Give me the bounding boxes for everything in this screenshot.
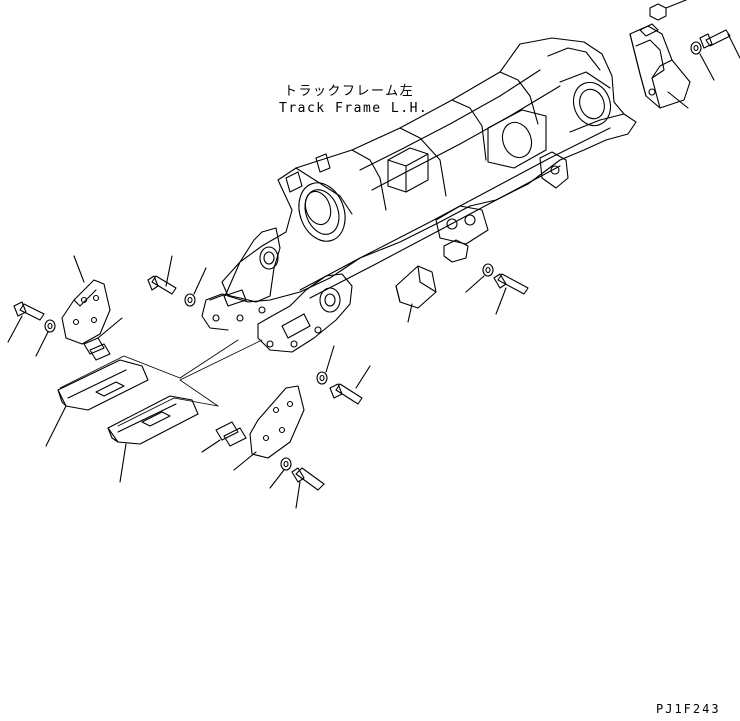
rear-bolt xyxy=(700,30,740,58)
guide-ref-line-1 xyxy=(180,340,238,378)
center-washer xyxy=(466,264,493,292)
frame-washer xyxy=(317,346,334,384)
rear-bracket-leader xyxy=(668,92,688,108)
guide-ref-line-2 xyxy=(180,340,262,406)
right-guard-plate xyxy=(234,386,304,470)
rear-bracket xyxy=(630,24,690,108)
center-bolt xyxy=(494,274,528,314)
right-shim xyxy=(202,422,246,452)
front-washer xyxy=(270,458,291,488)
left-guide xyxy=(46,356,180,446)
small-guard xyxy=(396,266,436,322)
title-japanese: トラックフレーム左 xyxy=(284,84,415,99)
left-bolt xyxy=(8,302,44,342)
title-english: Track Frame L.H. xyxy=(279,101,429,116)
frame-bolt xyxy=(330,366,370,404)
rear-washer xyxy=(691,42,714,80)
left-guard-plate xyxy=(62,256,110,344)
middle-washer xyxy=(185,268,206,306)
left-washer xyxy=(36,320,55,356)
left-shim xyxy=(84,318,122,360)
track-frame xyxy=(202,38,636,352)
front-bolt xyxy=(292,468,324,508)
drawing-code: PJ1F243 xyxy=(656,702,721,716)
right-guide xyxy=(108,396,218,482)
middle-bolt xyxy=(148,256,176,294)
rear-nut xyxy=(650,0,686,20)
